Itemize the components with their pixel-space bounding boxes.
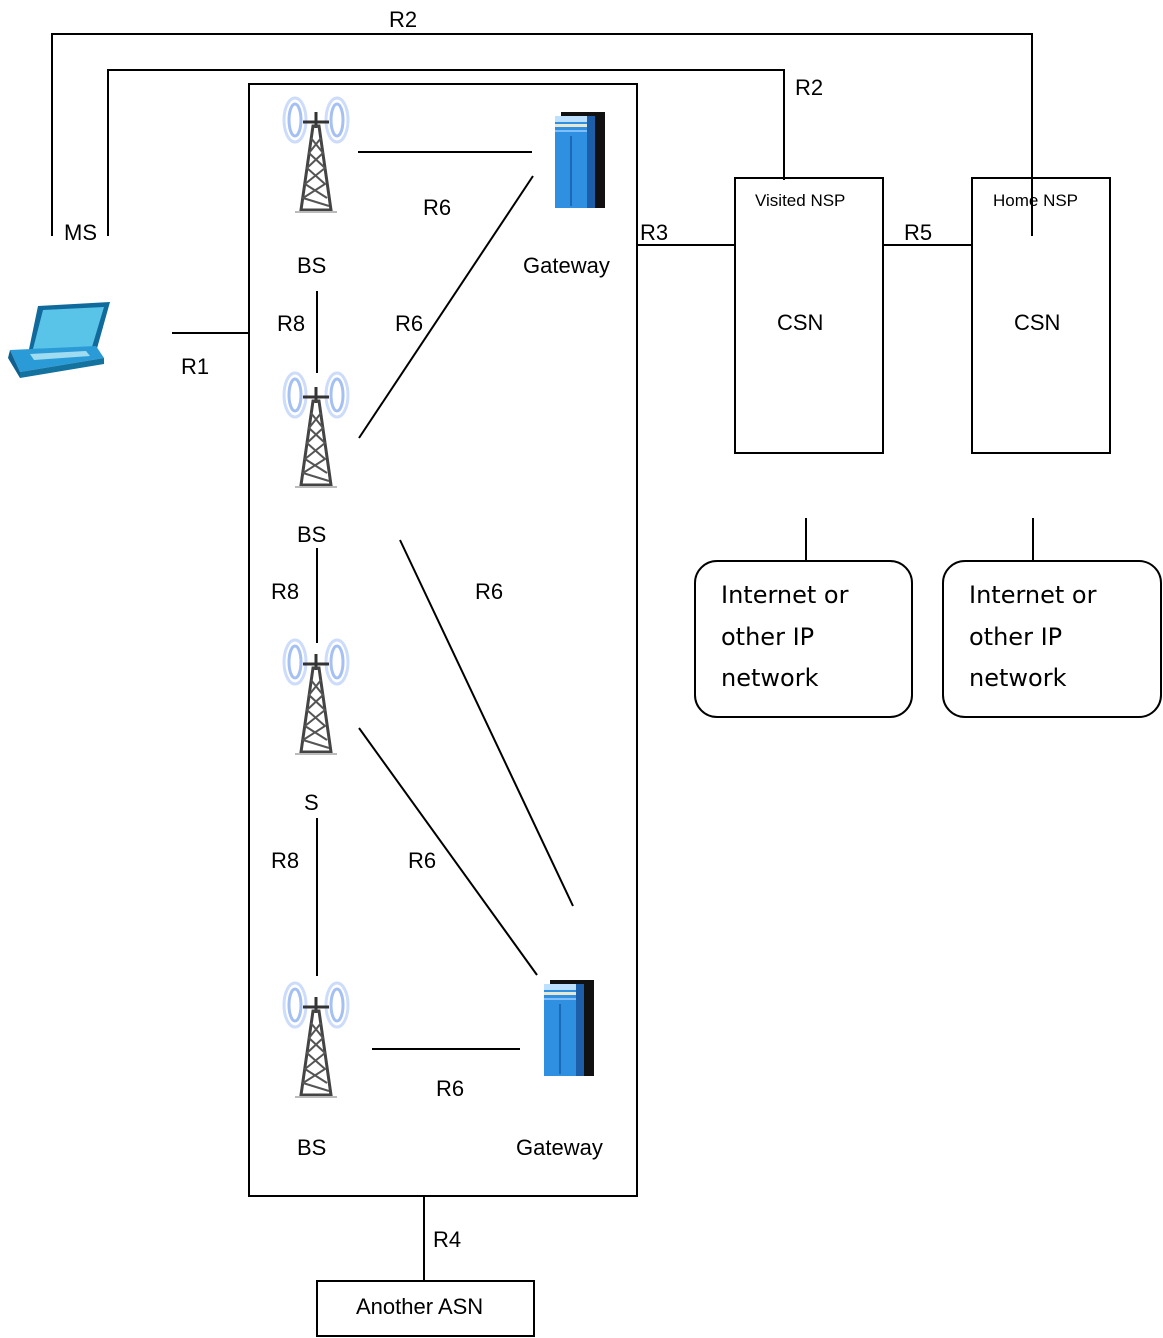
home-nsp-box — [971, 177, 1111, 454]
r2-outer-path — [51, 33, 1033, 236]
r3-label: R3 — [640, 220, 668, 245]
bs-1-label: BS — [297, 253, 326, 278]
bs-3-label: S — [304, 790, 319, 815]
laptop-icon — [8, 302, 110, 378]
r8-a-label: R8 — [277, 311, 305, 336]
internet-box-home — [942, 560, 1162, 718]
csn-visited-label: CSN — [777, 310, 823, 335]
r2-top-label: R2 — [389, 7, 417, 32]
home-nsp-label: Home NSP — [993, 191, 1078, 210]
r6-diag-upper-label: R6 — [395, 311, 423, 336]
another-asn-box — [316, 1280, 535, 1337]
asn-box — [248, 83, 638, 1197]
r2-inner-label: R2 — [795, 75, 823, 100]
ms-label: MS — [64, 220, 97, 245]
r5-label: R5 — [904, 220, 932, 245]
r1-label: R1 — [181, 354, 209, 379]
cell-tower-icon — [282, 371, 350, 489]
r6-diag-lower-label: R6 — [408, 848, 436, 873]
visited-nsp-box — [734, 177, 884, 454]
cell-tower-icon — [282, 638, 350, 756]
internet-visited-line-1: Internet or — [721, 581, 849, 609]
internet-visited-line-3: network — [721, 664, 819, 692]
r6-diag-mid-label: R6 — [475, 579, 503, 604]
internet-visited-line-2: other IP — [721, 623, 814, 651]
r6-top-label: R6 — [423, 195, 451, 220]
csn-home-label: CSN — [1014, 310, 1060, 335]
another-asn-label: Another ASN — [356, 1294, 483, 1319]
gateway-2-label: Gateway — [516, 1135, 603, 1160]
internet-home-line-2: other IP — [969, 623, 1062, 651]
cell-tower-icon — [282, 981, 350, 1099]
r2-inner-path — [107, 69, 785, 236]
bs-2-label: BS — [297, 522, 326, 547]
server-icon — [554, 111, 606, 209]
gateway-1-label: Gateway — [523, 253, 610, 278]
internet-home-line-1: Internet or — [969, 581, 1097, 609]
server-icon — [543, 979, 595, 1077]
visited-nsp-label: Visited NSP — [755, 191, 845, 210]
internet-home-line-3: network — [969, 664, 1067, 692]
bs-4-label: BS — [297, 1135, 326, 1160]
internet-box-visited — [694, 560, 913, 718]
cell-tower-icon — [282, 96, 350, 214]
r6-bottom-label: R6 — [436, 1076, 464, 1101]
r4-label: R4 — [433, 1227, 461, 1252]
r8-b-label: R8 — [271, 579, 299, 604]
r8-c-label: R8 — [271, 848, 299, 873]
